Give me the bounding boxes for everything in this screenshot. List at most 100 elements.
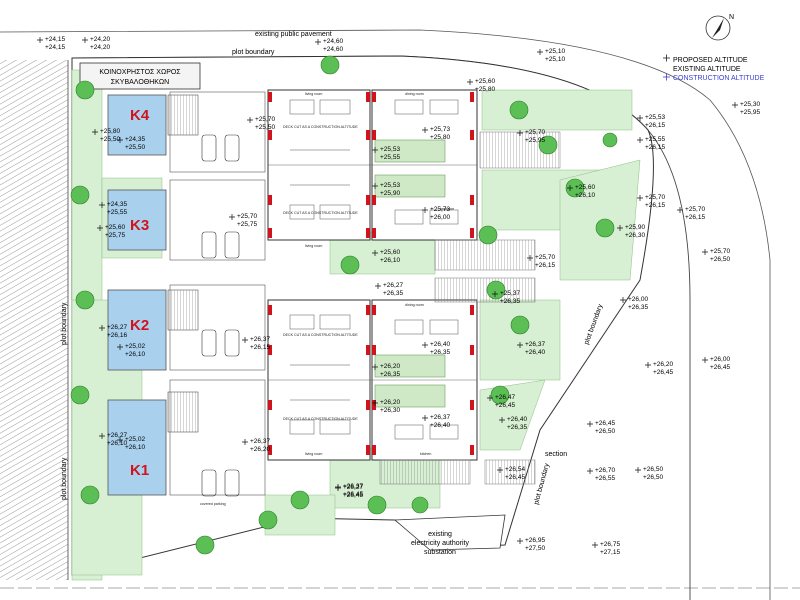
altitude-marker: +26,27+26,10 [99, 432, 127, 447]
altitude-proposed-value: +25,02 [125, 436, 145, 443]
altitude-existing-value: +26,00 [430, 214, 450, 221]
altitude-marker: +26,95+27,50 [517, 537, 545, 552]
furniture [289, 99, 459, 440]
deck-note-3: DECK CUT AS A CONSTRUCTION ALTITUDE [283, 333, 358, 337]
altitude-cross-icon [587, 468, 593, 474]
altitude-proposed-value: +25,70 [685, 206, 705, 213]
altitude-marker: +26,20+26,45 [645, 361, 673, 376]
altitude-proposed-value: +26,20 [380, 399, 400, 406]
deck-note-1: DECK CUT AS A CONSTRUCTION ALTITUDE [283, 125, 358, 129]
altitude-existing-value: +26,30 [380, 407, 400, 414]
altitude-existing-value: +24,15 [45, 44, 65, 51]
altitude-proposed-value: +26,95 [525, 537, 545, 544]
altitude-cross-icon [467, 79, 473, 85]
altitude-marker: +24,35+25,50 [117, 136, 145, 151]
communal-bin-area [79, 62, 201, 90]
neighbour-hatch-strip [0, 60, 68, 580]
altitude-proposed-value: +25,70 [645, 194, 665, 201]
altitude-proposed-value: +26,40 [507, 416, 527, 423]
altitude-proposed-value: +24,60 [323, 38, 343, 45]
altitude-existing-value: +26,35 [507, 424, 527, 431]
altitude-proposed-value: +26,27 [343, 484, 363, 491]
altitude-proposed-value: +25,60 [380, 249, 400, 256]
altitude-cross-icon [517, 342, 523, 348]
altitude-existing-value: +26,15 [535, 262, 555, 269]
altitude-existing-value: +26,10 [575, 192, 595, 199]
altitude-proposed-value: +26,40 [430, 341, 450, 348]
altitude-cross-icon [117, 437, 123, 443]
unit-k2-label: K2 [130, 317, 149, 334]
altitude-proposed-value: +25,73 [430, 126, 450, 133]
room-dining-label-1: dining room [405, 92, 424, 96]
altitude-marker: +26,20+26,35 [372, 363, 400, 378]
altitude-existing-value: +25,90 [380, 190, 400, 197]
north-label: N [729, 14, 734, 21]
altitude-marker: +25,02+26,10 [117, 436, 145, 451]
unit-k1-label: K1 [130, 462, 149, 479]
altitude-cross-icon [637, 115, 643, 121]
altitude-marker: +26,70+26,55 [587, 467, 615, 482]
altitude-existing-value: +26,50 [595, 428, 615, 435]
altitude-existing-value: +26,50 [643, 474, 663, 481]
altitude-legend: PROPOSED ALTITUDE EXISTING ALTITUDE CONS… [663, 54, 765, 82]
room-parking-label: covered parking [200, 502, 226, 506]
altitude-marker: +24,35+25,55 [99, 201, 127, 216]
altitude-cross-icon [587, 421, 593, 427]
altitude-marker: +25,70+26,15 [637, 194, 665, 209]
altitude-cross-icon [637, 195, 643, 201]
altitude-cross-icon [497, 467, 503, 473]
altitude-existing-value: +26,15 [685, 214, 705, 221]
altitude-marker: +26,37+26,15 [242, 336, 270, 351]
altitude-existing-value: +26,35 [500, 298, 520, 305]
altitude-proposed-value: +25,60 [575, 184, 595, 191]
altitude-cross-icon [117, 137, 123, 143]
altitude-marker: +26,27+26,45 [335, 484, 363, 499]
pavement-outer-edge [0, 29, 771, 600]
communal-area-label-1: ΚΟΙΝΟΧΡΗΣΤΟΣ ΧΩΡΟΣ [99, 69, 181, 76]
altitude-cross-icon [375, 283, 381, 289]
altitude-marker: +25,30+25,95 [732, 101, 760, 116]
altitude-cross-icon [92, 129, 98, 135]
altitude-cross-icon [517, 130, 523, 136]
altitude-marker: +25,60+25,80 [467, 78, 495, 93]
altitude-proposed-value: +26,37 [430, 414, 450, 421]
altitude-marker: +25,80+25,50 [92, 128, 120, 143]
altitude-existing-value: +25,95 [740, 109, 760, 116]
altitude-existing-value: +25,55 [107, 209, 127, 216]
altitude-marker: +24,20+24,20 [82, 36, 110, 51]
altitude-existing-value: +26,45 [505, 474, 525, 481]
altitude-proposed-value: +25,90 [625, 224, 645, 231]
altitude-cross-icon [422, 207, 428, 213]
terraces [167, 91, 266, 496]
communal-area-label-2: ΣΚΥΒΑΛΟΘΗΚΩΝ [111, 79, 169, 86]
altitude-existing-value: +26,35 [430, 349, 450, 356]
altitude-existing-value: +25,55 [380, 154, 400, 161]
altitude-proposed-value: +26,75 [600, 541, 620, 548]
pool-k2 [107, 289, 167, 371]
altitude-cross-icon [99, 433, 105, 439]
altitude-marker: +26,27+26,35 [375, 282, 403, 297]
altitude-marker: +26,75+27,15 [592, 541, 620, 556]
altitude-proposed-value: +26,27 [383, 282, 403, 289]
altitude-marker: +25,02+26,10 [117, 343, 145, 358]
altitude-cross-icon [315, 39, 321, 45]
plot-boundary-label-left-2: plot boundary [61, 457, 68, 500]
altitude-marker: +26,37+26,40 [517, 341, 545, 356]
altitude-existing-value: +25,95 [525, 137, 545, 144]
altitude-cross-icon [567, 185, 573, 191]
altitude-marker: +26,47+26,45 [487, 394, 515, 409]
altitude-proposed-value: +26,70 [595, 467, 615, 474]
altitude-cross-icon [99, 325, 105, 331]
building-blocks [267, 89, 478, 461]
altitude-marker: +24,60+24,60 [315, 38, 343, 53]
altitude-proposed-value: +25,10 [545, 48, 565, 55]
altitude-existing-value: +26,16 [107, 332, 127, 339]
plot-boundary-label-top: plot boundary [232, 49, 275, 56]
altitude-proposed-value: +25,02 [125, 343, 145, 350]
altitude-marker: +25,60+26,10 [567, 184, 595, 199]
altitude-proposed-value: +25,70 [525, 129, 545, 136]
room-living-label-2: living room [305, 244, 322, 248]
altitude-proposed-value: +25,70 [255, 116, 275, 123]
altitude-cross-icon [645, 362, 651, 368]
plot-boundary-label-right-2: plot boundary [533, 462, 551, 505]
